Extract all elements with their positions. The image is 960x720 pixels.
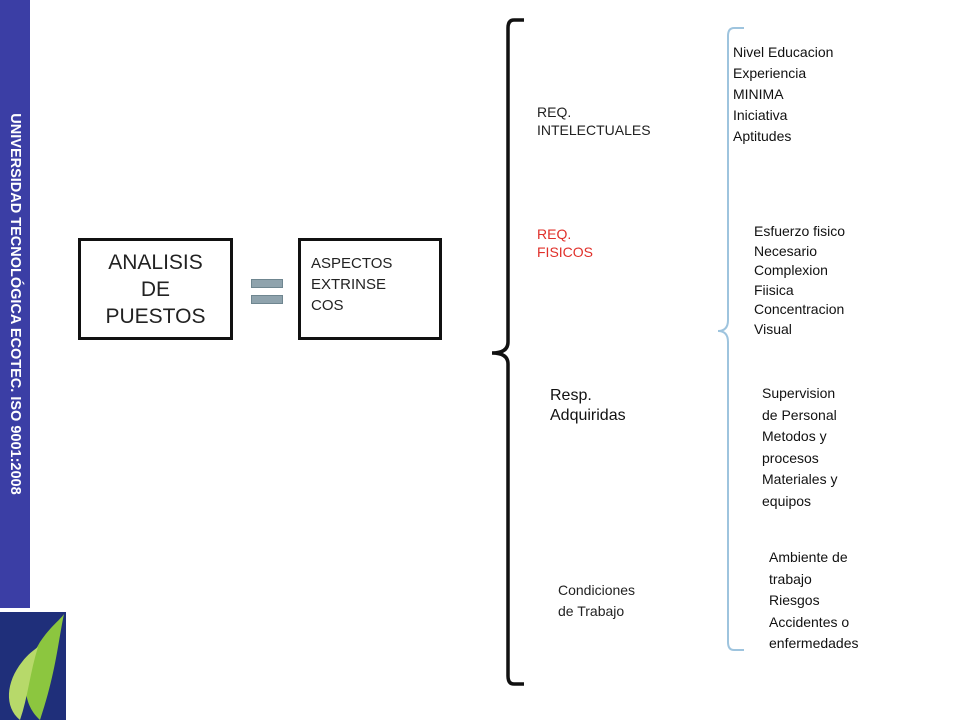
req-fisicos-label: REQ. FISICOS xyxy=(537,226,594,260)
aspectos-extrinsecos-box: ASPECTOS EXTRINSE COS xyxy=(298,238,442,340)
curly-brace xyxy=(491,18,524,686)
leaf-logo-icon xyxy=(0,612,66,720)
req-intelectuales-label: REQ. INTELECTUALES xyxy=(537,104,651,138)
university-name: UNIVERSIDAD TECNOLÓGICA ECOTEC. ISO 9001… xyxy=(7,113,23,495)
sidebar-banner: UNIVERSIDAD TECNOLÓGICA ECOTEC. ISO 9001… xyxy=(0,0,30,608)
condiciones-trabajo-label: Condiciones de Trabajo xyxy=(558,582,636,619)
analisis-de-puestos-box: ANALISIS DE PUESTOS xyxy=(78,238,233,340)
intelectuales-details: Nivel Educacion Experiencia MINIMA Inici… xyxy=(733,44,834,144)
detail-brackets xyxy=(717,27,744,651)
equals-icon xyxy=(251,279,283,305)
fisicos-details: Esfuerzo fisico Necesario Complexion Fii… xyxy=(754,223,846,337)
condiciones-details: Ambiente de trabajo Riesgos Accidentes o… xyxy=(769,549,859,651)
responsabilidades-details: Supervision de Personal Metodos y proces… xyxy=(762,385,838,509)
resp-adquiridas-label: Resp. Adquiridas xyxy=(550,387,626,424)
